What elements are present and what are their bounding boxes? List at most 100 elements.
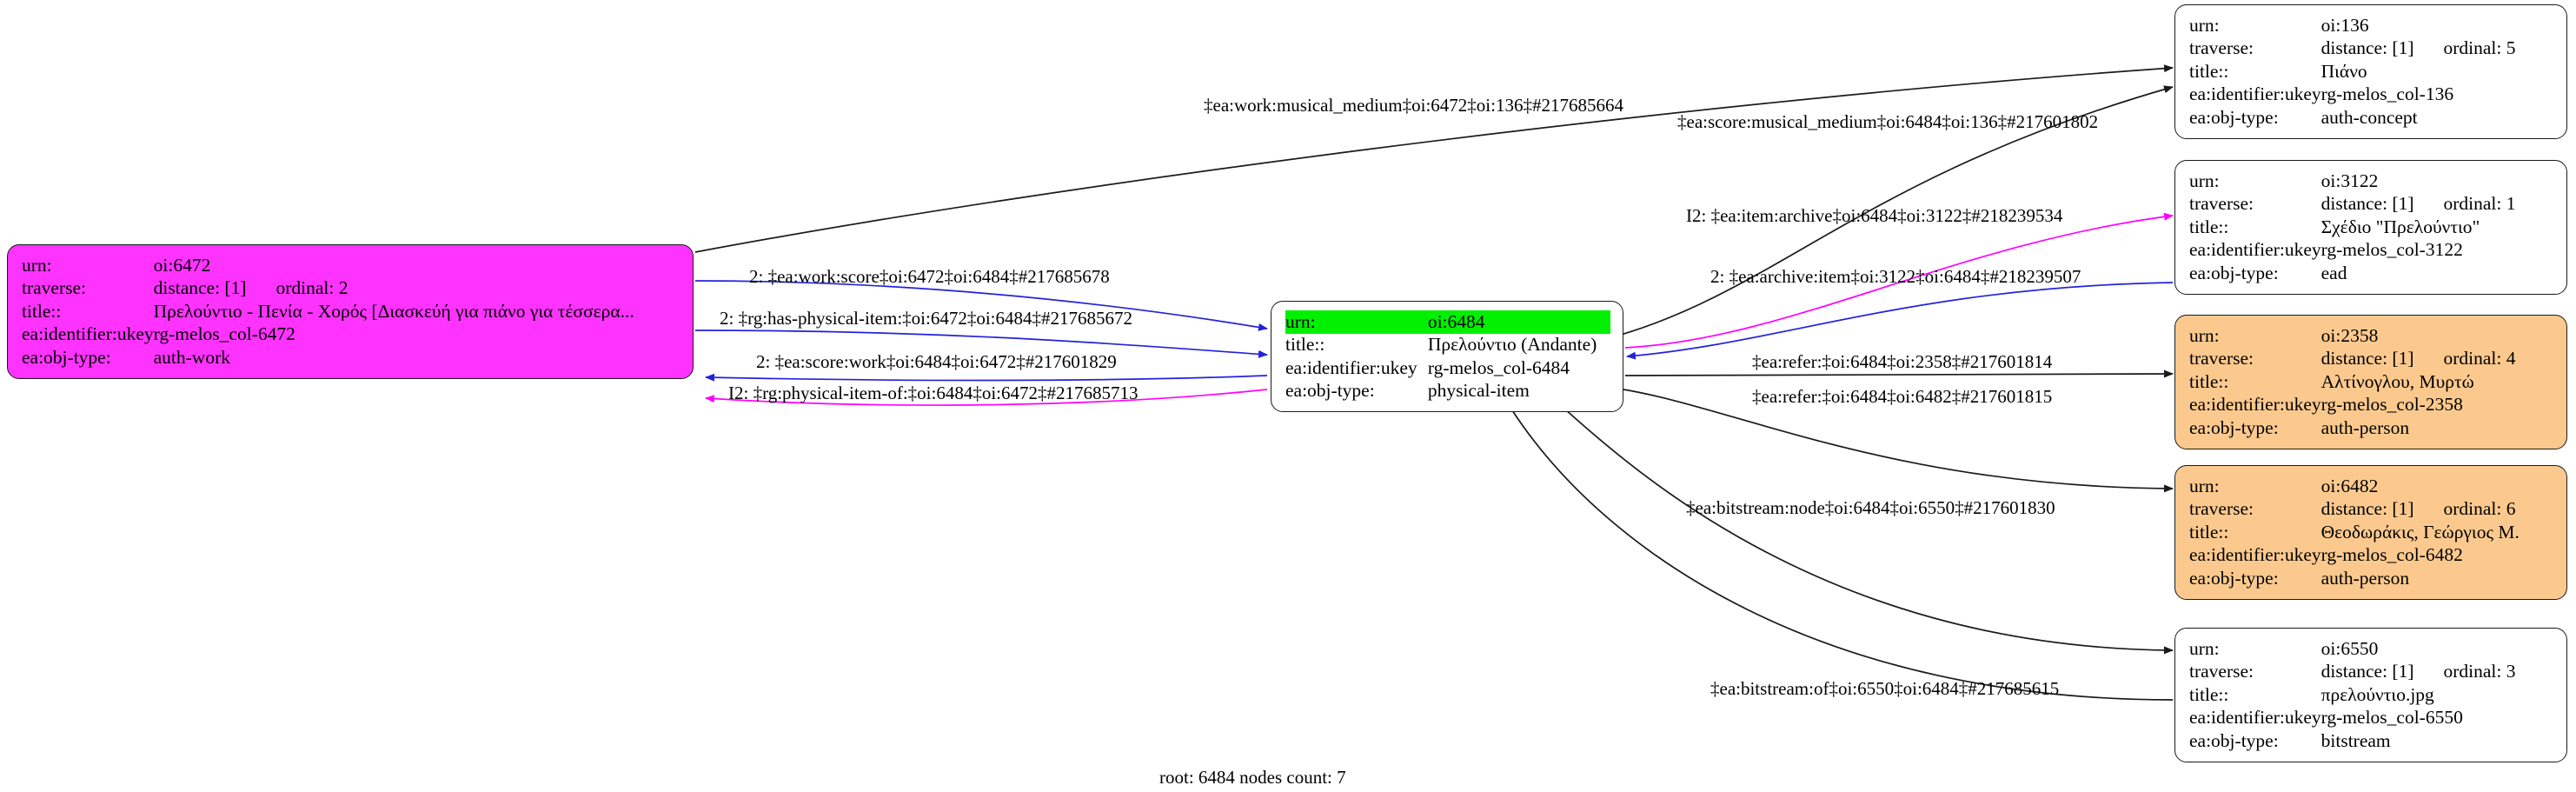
node-row-title: title:: Θεοδωράκις, Γεώργιος Μ. [2189,521,2520,544]
traverse-ordinal: ordinal: 5 [2443,37,2516,58]
node-oi-6482[interactable]: urn: oi:6482 traverse: distance: [1]ordi… [2174,465,2567,600]
field-label-title: title:: [2189,683,2229,705]
field-label-traverse: traverse: [2189,661,2254,682]
field-label-urn: urn: [2189,637,2220,659]
node-row-ukey: ea:identifier:ukey rg-melos_col-6550 [2189,707,2516,730]
field-value-objtype: auth-person [2320,567,2410,589]
field-value-title: Πρελούντιο - Πενία - Χορός [Διασκεύή για… [154,300,634,323]
edge-score-work [705,373,1268,382]
field-value-title: Αλτίνογλου, Μυρτώ [2320,370,2474,392]
field-label-title: title:: [2189,216,2229,237]
field-label-objtype: ea:obj-type: [1285,380,1375,401]
node-row-urn: urn: oi:6550 [2189,637,2516,661]
node-row-urn: urn: oi:6472 [22,254,634,277]
field-value-ukey: rg-melos_col-6482 [2320,544,2463,565]
node-row-objtype: ea:obj-type: auth-person [2189,567,2520,590]
field-label-title: title:: [22,300,62,322]
edge-label-work-score: 2: ‡ea:work:score‡oi:6472‡oi:6484‡#21768… [749,266,1110,287]
node-oi-6484[interactable]: urn: oi:6484 title:: Πρελούντιο (Andante… [1271,301,1623,412]
node-oi-2358[interactable]: urn: oi:2358 traverse: distance: [1]ordi… [2174,315,2567,449]
field-value-traverse: distance: [1]ordinal: 6 [2321,498,2520,522]
field-value-title: πρελούντιο.jpg [2320,683,2434,705]
field-value-traverse: distance: [1]ordinal: 3 [2321,661,2516,684]
node-oi-6550[interactable]: urn: oi:6550 traverse: distance: [1]ordi… [2174,628,2567,762]
field-label-title: title:: [2189,370,2229,392]
field-value-ukey: rg-melos_col-3122 [2320,239,2463,260]
field-label-urn: urn: [1285,310,1428,334]
traverse-distance: distance: [1] [2320,37,2414,58]
field-label-ukey: ea:identifier:ukey [1285,356,1417,378]
field-value-ukey: rg-melos_col-6550 [2320,707,2463,728]
edge-label-bitstream-node: ‡ea:bitstream:node‡oi:6484‡oi:6550‡#2176… [1686,497,2055,518]
traverse-distance: distance: [1] [2320,348,2414,369]
field-label-objtype: ea:obj-type: [2189,106,2279,128]
field-label-traverse: traverse: [22,277,87,298]
field-value-objtype: ead [2320,262,2347,283]
edge-physical-item-of [705,389,1268,406]
edge-refer-6482 [1623,389,2174,493]
field-value-traverse: distance: [1]ordinal: 1 [2321,193,2516,216]
field-value-objtype: auth-person [2320,416,2410,438]
edge-bitstream-of [1511,409,2174,701]
field-value-title: Σχέδιο "Πρελούντιο" [2320,216,2480,237]
node-row-ukey: ea:identifier:ukey rg-melos_col-136 [2189,83,2516,107]
field-value-objtype: auth-work [153,346,230,368]
node-row-ukey: ea:identifier:ukey rg-melos_col-6472 [22,323,634,347]
field-value-objtype: physical-item [1427,380,1530,401]
node-oi-136[interactable]: urn: oi:136 traverse: distance: [1] ordin… [2174,4,2567,139]
node-row-urn: urn: oi:6484 [1285,310,1610,334]
field-value-urn: oi:6472 [153,254,211,276]
field-label-urn: urn: [2189,14,2220,36]
field-value-ukey: rg-melos_col-6472 [153,323,295,344]
field-value-urn: oi:2358 [2320,324,2379,346]
node-row-objtype: ea:obj-type: auth-person [2189,416,2516,440]
field-value-title: Πρελούντιο (Andante) [1427,334,1597,355]
edge-score-musical-medium [1620,85,2174,336]
node-row-traverse: traverse: distance: [1]ordinal: 6 [2189,498,2520,522]
field-label-traverse: traverse: [2189,37,2254,58]
edge-has-physical-item [694,329,1268,358]
edge-item-archive [1624,212,2174,349]
field-label-title: title:: [2189,60,2229,82]
field-label-objtype: ea:obj-type: [2189,262,2279,283]
edge-work-score [694,280,1268,331]
traverse-distance: distance: [1] [2320,498,2414,519]
node-row-traverse: traverse: distance: [1] ordinal: 5 [2189,37,2516,61]
node-row-title: title:: Πρελούντιο - Πενία - Χορός [Διασ… [22,300,634,323]
edge-label-has-physical-item: 2: ‡rg:has-physical-item:‡oi:6472‡oi:648… [720,308,1132,329]
field-label-urn: urn: [2189,324,2220,346]
node-oi-3122[interactable]: urn: oi:3122 traverse: distance: [1]ordi… [2174,160,2567,295]
node-row-title: title:: Πιάνο [2189,60,2516,83]
field-label-ukey: ea:identifier:ukey [2189,394,2321,415]
field-label-traverse: traverse: [2189,193,2254,214]
traverse-distance: distance: [1] [2320,661,2414,682]
node-row-objtype: ea:obj-type: auth-concept [2189,106,2516,130]
node-row-urn: urn: oi:136 [2189,14,2516,37]
traverse-ordinal: ordinal: 4 [2443,348,2516,369]
field-value-ukey: rg-melos_col-6484 [1427,356,1570,378]
edge-label-item-archive: I2: ‡ea:item:archive‡oi:6484‡oi:3122‡#21… [1686,205,2063,226]
edge-label-refer-2358: ‡ea:refer:‡oi:6484‡oi:2358‡#217601814 [1752,351,2053,372]
field-label-ukey: ea:identifier:ukey [2189,83,2321,104]
field-label-ukey: ea:identifier:ukey [22,323,154,344]
edge-label-bitstream-of: ‡ea:bitstream:of‡oi:6550‡oi:6484‡#217685… [1710,678,2060,699]
edge-label-score-work: 2: ‡ea:score:work‡oi:6484‡oi:6472‡#21760… [756,351,1117,372]
node-row-ukey: ea:identifier:ukey rg-melos_col-3122 [2189,239,2516,263]
node-row-ukey: ea:identifier:ukey rg-melos_col-6484 [1285,356,1610,380]
node-row-objtype: ea:obj-type: auth-work [22,346,634,369]
field-value-traverse: distance: [1] ordinal: 4 [2321,348,2516,371]
field-value-title: Θεοδωράκις, Γεώργιος Μ. [2320,521,2520,542]
field-value-urn: oi:3122 [2320,170,2379,191]
node-row-traverse: traverse: distance: [1]ordinal: 4 [2189,348,2516,371]
edge-work-musical-medium [694,64,2174,253]
edge-label-refer-6482: ‡ea:refer:‡oi:6484‡oi:6482‡#217601815 [1752,386,2053,407]
field-label-title: title:: [2189,521,2229,542]
node-row-objtype: ea:obj-type: ead [2189,262,2516,285]
field-value-urn: oi:6482 [2320,475,2379,496]
field-value-title: Πιάνο [2320,60,2367,82]
node-row-ukey: ea:identifier:ukey rg-melos_col-6482 [2189,544,2520,568]
node-row-traverse: traverse: distance: [1]ordinal: 3 [2189,661,2516,684]
node-oi-6472[interactable]: urn: oi:6472 traverse: distance: [1]ordi… [7,244,694,379]
field-label-title: title:: [1285,334,1325,355]
